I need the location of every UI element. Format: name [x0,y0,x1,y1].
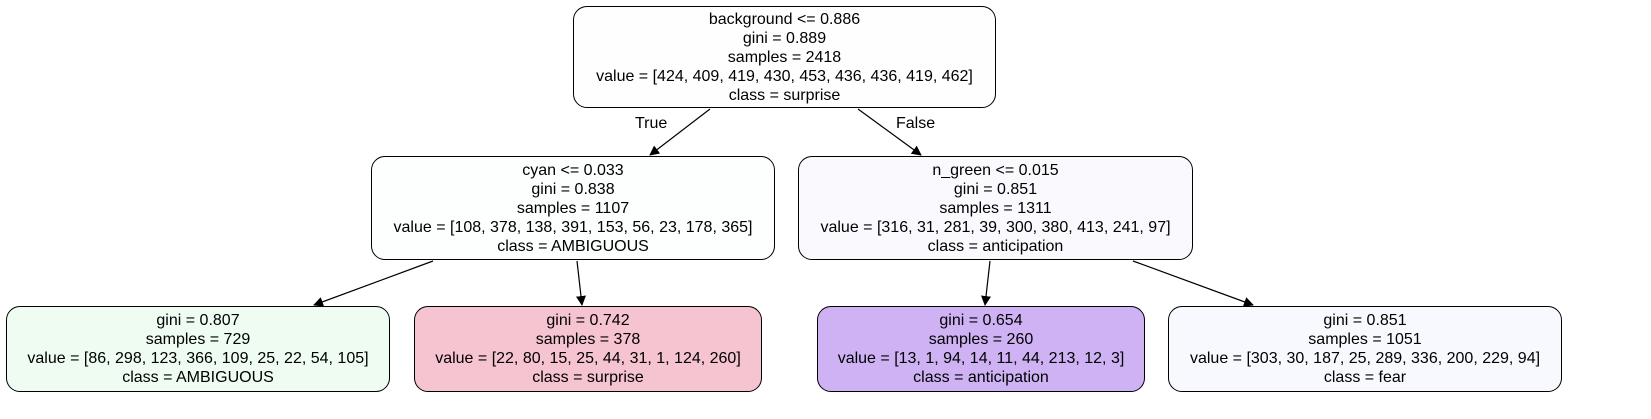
node-line: gini = 0.838 [531,180,615,198]
node-line: n_green <= 0.015 [932,161,1059,179]
node-line: class = anticipation [913,369,1049,386]
edge-root-to-left [649,108,711,156]
edge-label-false: False [896,115,936,132]
node-line: class = anticipation [927,237,1064,255]
tree-node-leaf4: gini = 0.851 samples = 1051 value = [303, … [1168,306,1562,392]
node-line: samples = 2418 [727,48,842,66]
edge-label-true: True [635,115,668,132]
node-line: background <= 0.886 [708,10,861,28]
tree-node-leaf2: gini = 0.742 samples = 378 value = [22, 80… [414,306,762,392]
edge-left-to-leaf1 [313,260,434,307]
node-line: samples = 1107 [516,199,630,217]
tree-node-leaf3: gini = 0.654 samples = 260 value = [13, 1,… [817,306,1145,392]
node-line: value = [86, 298, 123, 366, 109, 25, 22,… [27,350,369,367]
node-line: value = [22, 80, 15, 25, 44, 31, 1, 124,… [435,350,741,367]
tree-node-leaf1: gini = 0.807 samples = 729 value = [86, 29… [6,306,390,392]
node-line: gini = 0.654 [939,312,1023,329]
node-line: samples = 729 [145,331,251,348]
node-line: cyan <= 0.033 [522,161,624,179]
node-line: value = [424, 409, 419, 430, 453, 436, 4… [596,67,973,85]
node-line: class = surprise [728,86,841,104]
node-line: gini = 0.889 [742,29,827,47]
node-line: value = [13, 1, 94, 14, 11, 44, 213, 12,… [837,350,1125,367]
node-line: gini = 0.807 [156,312,240,329]
node-line: value = [316, 31, 281, 39, 300, 380, 413… [820,218,1171,236]
node-line: gini = 0.742 [546,312,630,329]
node-line: value = [303, 30, 187, 25, 289, 336, 200… [1189,350,1541,367]
node-line: gini = 0.851 [953,180,1038,198]
node-line: class = AMBIGUOUS [497,237,649,255]
node-line: value = [108, 378, 138, 391, 153, 56, 23… [393,218,753,236]
edge-left-to-leaf2 [576,260,586,306]
node-line: gini = 0.851 [1323,312,1407,329]
node-line: class = surprise [532,369,644,386]
edge-root-to-right [857,108,922,156]
edge-right-to-leaf3 [981,260,991,306]
node-line: samples = 378 [535,331,641,348]
node-line: samples = 1311 [939,199,1052,217]
node-line: samples = 1051 [1308,331,1422,348]
node-line: class = fear [1323,369,1407,386]
node-line: samples = 260 [928,331,1034,348]
edge-right-to-leaf4 [1132,260,1254,307]
node-line: class = AMBIGUOUS [122,369,274,386]
